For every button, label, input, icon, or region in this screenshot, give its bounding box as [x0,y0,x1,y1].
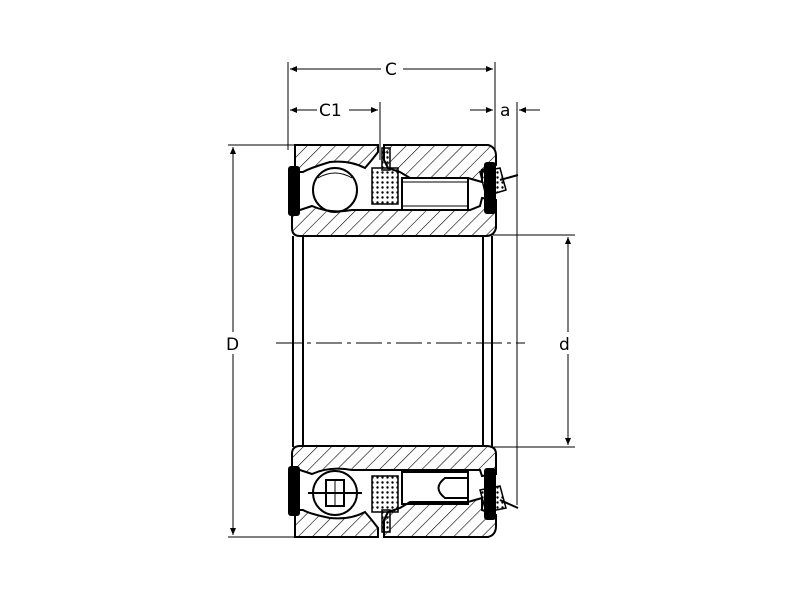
label-offset-a: a [500,101,510,121]
label-width-c: C [385,60,397,80]
bore-outline [292,236,493,447]
extension-lines [228,62,575,538]
label-width-c1: C1 [319,101,342,121]
lower-bearing-section [288,445,519,538]
dimension-labels: C C1 a D d [225,58,576,355]
label-bore-diameter: d [559,335,570,355]
upper-bearing-section [288,144,519,237]
label-outer-diameter: D [226,335,239,355]
